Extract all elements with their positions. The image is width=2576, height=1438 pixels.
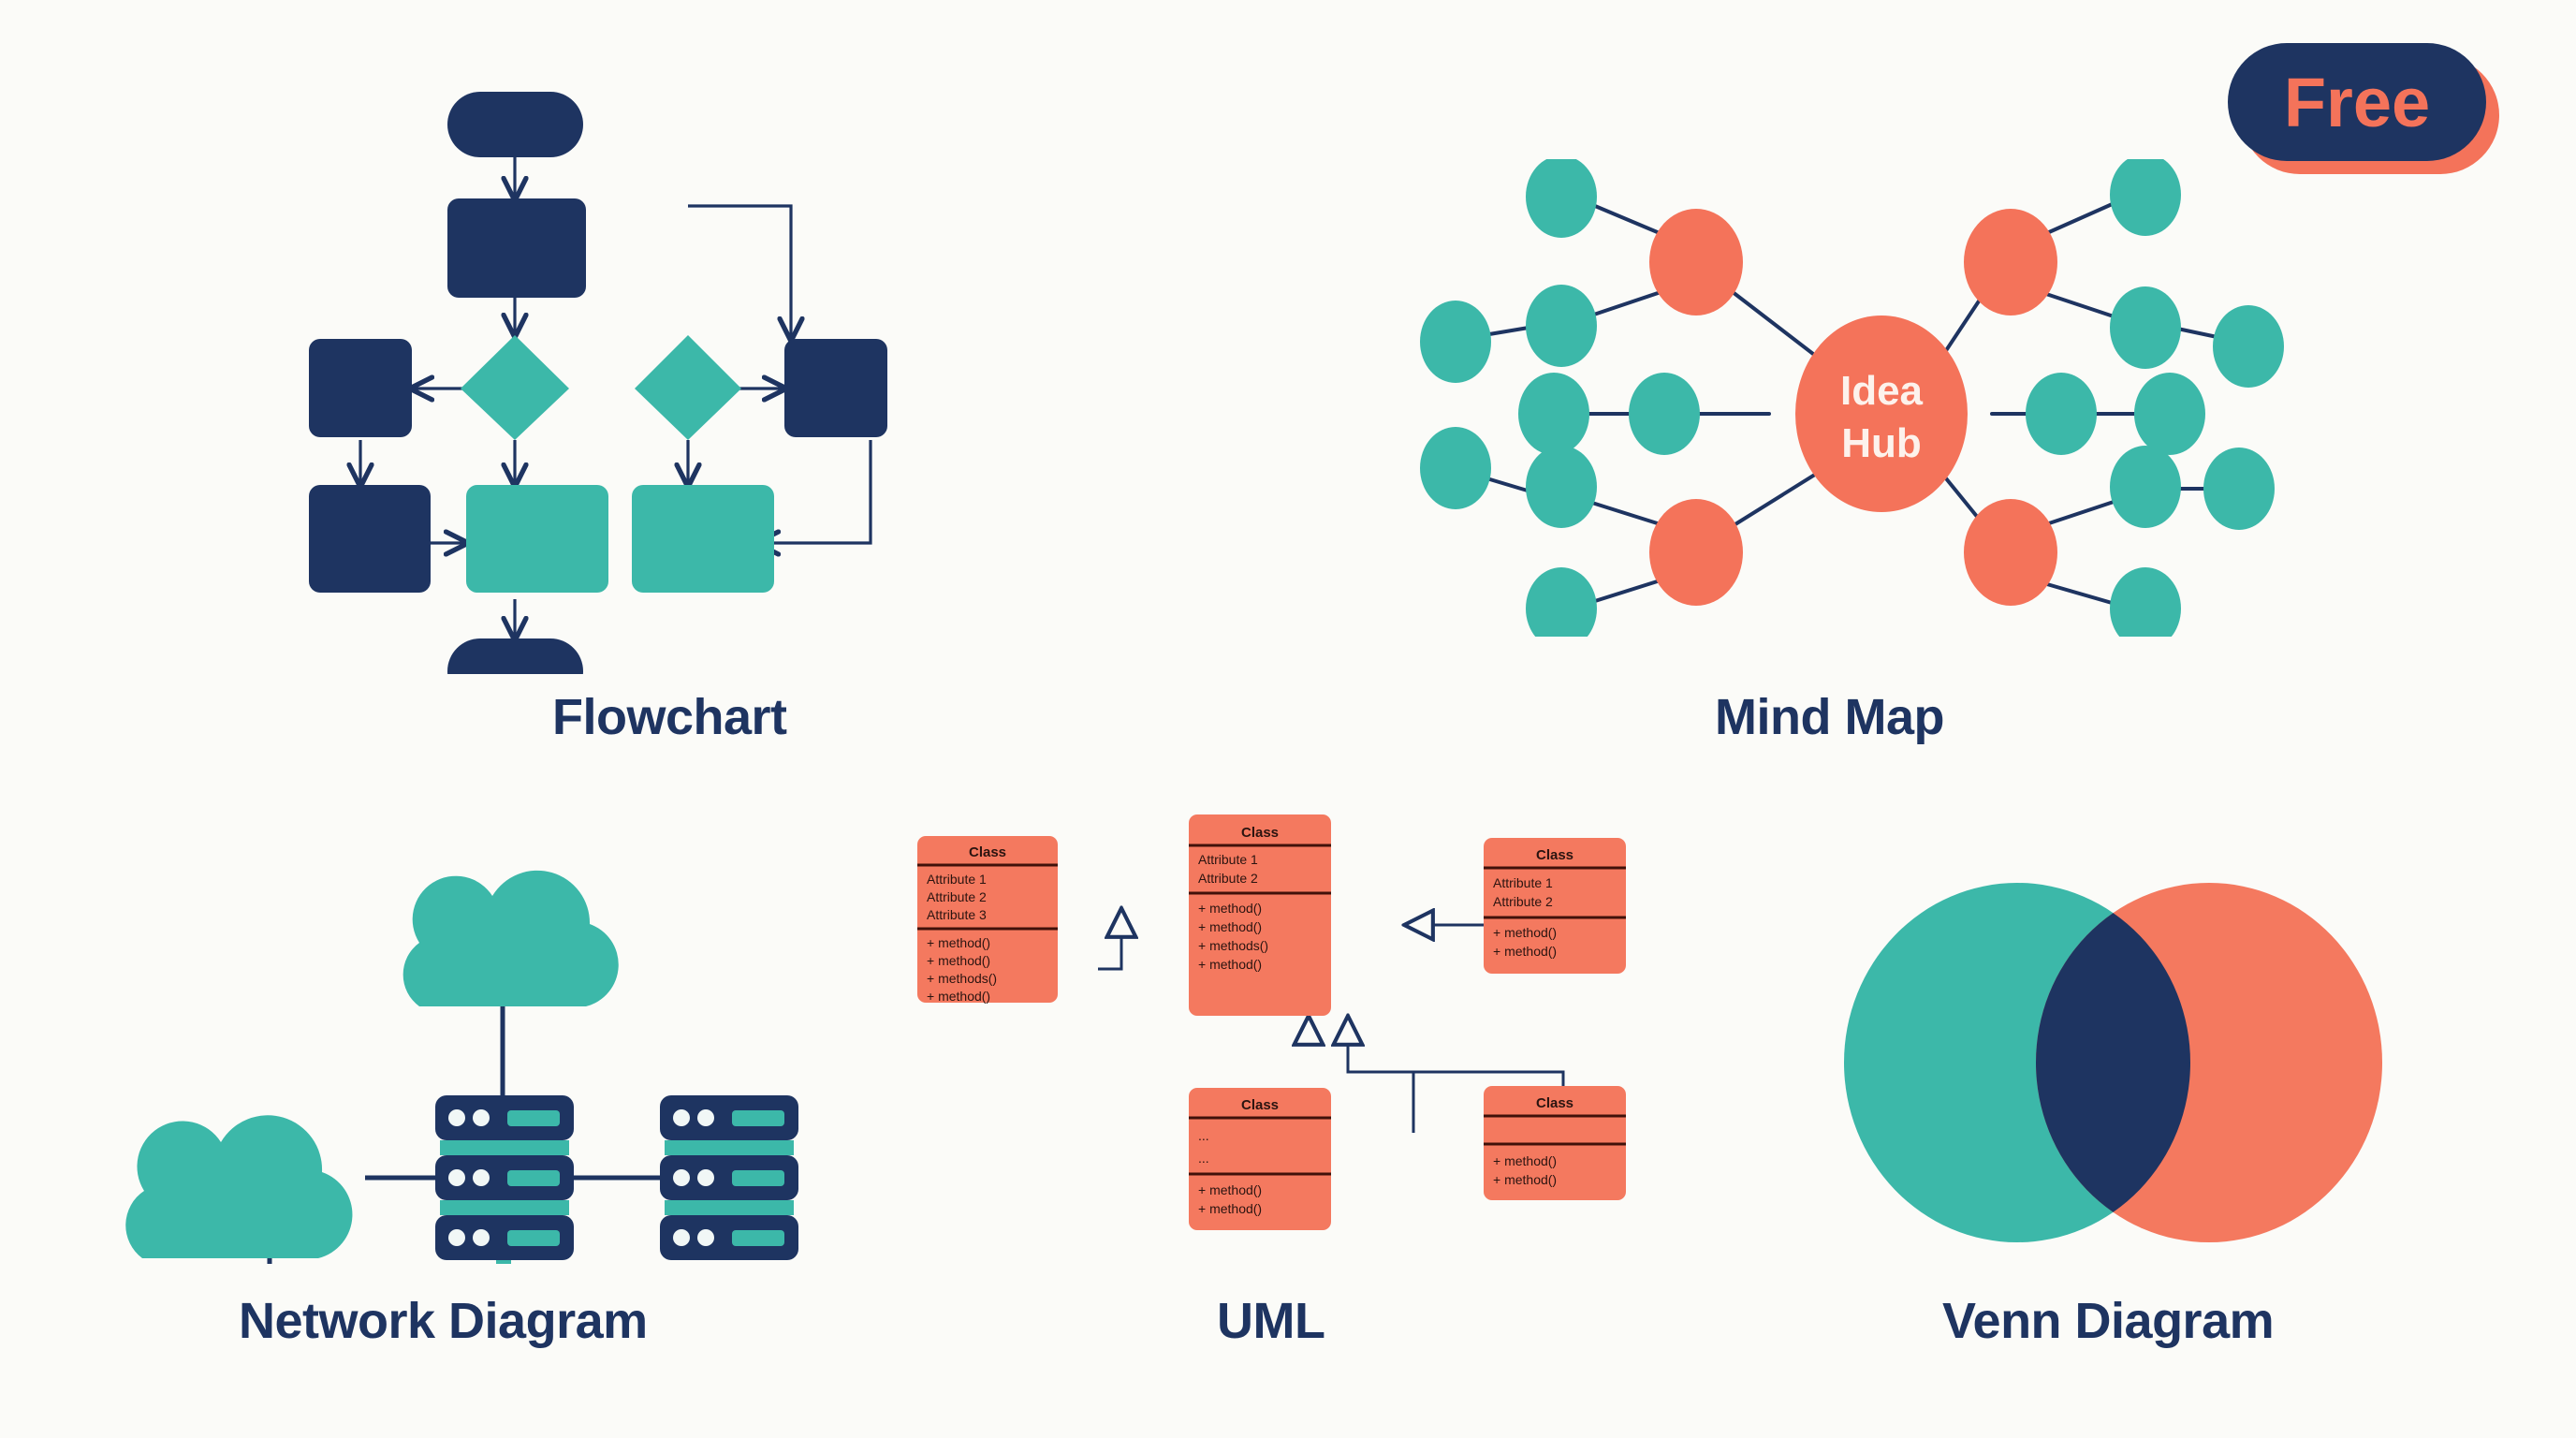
uml-class-center-top[interactable]: Class Attribute 1 Attribute 2 + method()… bbox=[1189, 814, 1331, 1016]
uml-method: + method() bbox=[1198, 957, 1262, 972]
uml-method: + methods() bbox=[1198, 938, 1268, 953]
flowchart-process-left-upper[interactable] bbox=[309, 339, 412, 437]
mindmap-leaf[interactable] bbox=[2026, 373, 2097, 455]
uml-method: + method() bbox=[1493, 944, 1557, 959]
mindmap-leaf[interactable] bbox=[1526, 159, 1597, 238]
caption-uml: UML bbox=[1217, 1293, 1325, 1349]
venn-intersection[interactable] bbox=[2036, 883, 2382, 1242]
free-badge-pill: Free bbox=[2228, 43, 2486, 161]
mindmap-leaf[interactable] bbox=[2134, 373, 2205, 455]
uml-class-left[interactable]: Class Attribute 1 Attribute 2 Attribute … bbox=[917, 836, 1058, 1004]
mindmap-leaf[interactable] bbox=[1629, 373, 1700, 455]
mindmap-nodes bbox=[1420, 159, 2284, 637]
caption-mindmap: Mind Map bbox=[1715, 689, 1944, 745]
flowchart-start-terminator[interactable] bbox=[447, 92, 583, 157]
uml-method: + method() bbox=[1198, 919, 1262, 934]
uml-class-title: Class bbox=[1241, 1097, 1279, 1113]
uml-method: + method() bbox=[1493, 1153, 1557, 1168]
mindmap-leaf[interactable] bbox=[1526, 567, 1597, 637]
uml-method: + method() bbox=[927, 935, 990, 950]
uml-class-center-bottom[interactable]: Class ... ... + method() + method() bbox=[1189, 1088, 1331, 1230]
uml-class-title: Class bbox=[969, 844, 1006, 860]
uml-method: + method() bbox=[927, 989, 990, 1004]
uml-class-right-bottom[interactable]: Class + method() + method() bbox=[1484, 1086, 1626, 1200]
uml-class-title: Class bbox=[1536, 1095, 1573, 1111]
uml-attribute: Attribute 1 bbox=[1493, 875, 1553, 890]
caption-network: Network Diagram bbox=[239, 1293, 648, 1349]
mindmap-leaf[interactable] bbox=[1526, 446, 1597, 528]
mindmap-hub-label-line1: Idea bbox=[1840, 368, 1924, 414]
flowchart-end-terminator[interactable] bbox=[447, 638, 583, 674]
network-diagram bbox=[122, 796, 833, 1264]
network-cloud-left[interactable] bbox=[125, 1115, 353, 1258]
mindmap-branch-bottom-left[interactable] bbox=[1649, 499, 1743, 606]
uml-diagram: Class Attribute 1 Attribute 2 Attribute … bbox=[917, 814, 1694, 1255]
mindmap-diagram: Idea Hub bbox=[1385, 159, 2378, 637]
venn-diagram bbox=[1835, 880, 2415, 1245]
uml-attribute: Attribute 1 bbox=[1198, 852, 1258, 867]
flowchart-decision-left[interactable] bbox=[461, 335, 569, 440]
flowchart-process-right-upper[interactable] bbox=[784, 339, 887, 437]
flowchart-decision-right[interactable] bbox=[635, 335, 741, 440]
mindmap-leaf[interactable] bbox=[2213, 305, 2284, 388]
mindmap-leaf[interactable] bbox=[2203, 448, 2275, 530]
mindmap-leaf[interactable] bbox=[2110, 567, 2181, 637]
network-bus bbox=[496, 1260, 511, 1264]
network-server-rack-center[interactable] bbox=[435, 1095, 574, 1260]
network-cloud-top[interactable] bbox=[402, 870, 619, 1006]
mindmap-leaf[interactable] bbox=[2110, 446, 2181, 528]
free-badge[interactable]: Free bbox=[2228, 43, 2499, 174]
uml-attribute: Attribute 1 bbox=[927, 872, 987, 887]
flowchart-process-right-lower[interactable] bbox=[632, 485, 774, 593]
uml-method: + method() bbox=[1198, 1201, 1262, 1216]
uml-method: + method() bbox=[1493, 1172, 1557, 1187]
caption-flowchart: Flowchart bbox=[552, 689, 787, 745]
uml-method: + method() bbox=[927, 953, 990, 968]
uml-method: + method() bbox=[1198, 1182, 1262, 1197]
uml-attribute: Attribute 3 bbox=[927, 907, 987, 922]
mindmap-hub-label-line2: Hub bbox=[1841, 420, 1922, 466]
mindmap-hub[interactable]: Idea Hub bbox=[1795, 315, 1968, 512]
mindmap-leaf[interactable] bbox=[1420, 427, 1491, 509]
uml-attribute: Attribute 2 bbox=[1198, 871, 1258, 886]
flowchart-nodes bbox=[309, 92, 887, 674]
free-badge-label: Free bbox=[2283, 63, 2431, 141]
mindmap-leaf[interactable] bbox=[1518, 373, 1589, 455]
uml-attribute: ... bbox=[1198, 1128, 1209, 1143]
uml-attribute: ... bbox=[1198, 1151, 1209, 1166]
flowchart-process-center-lower[interactable] bbox=[466, 485, 608, 593]
uml-method: + method() bbox=[1493, 925, 1557, 940]
uml-class-title: Class bbox=[1536, 847, 1573, 863]
mindmap-branch-bottom-right[interactable] bbox=[1964, 499, 2057, 606]
mindmap-leaf[interactable] bbox=[1420, 301, 1491, 383]
uml-attribute: Attribute 2 bbox=[1493, 894, 1553, 909]
flowchart-process-top[interactable] bbox=[447, 198, 586, 298]
mindmap-leaf[interactable] bbox=[2110, 286, 2181, 369]
uml-attribute: Attribute 2 bbox=[927, 889, 987, 904]
uml-class-right-top[interactable]: Class Attribute 1 Attribute 2 + method()… bbox=[1484, 838, 1626, 974]
caption-venn: Venn Diagram bbox=[1942, 1293, 2275, 1349]
uml-class-title: Class bbox=[1241, 825, 1279, 841]
uml-method: + methods() bbox=[927, 971, 997, 986]
flowchart-process-left-lower[interactable] bbox=[309, 485, 431, 593]
mindmap-branch-top-left[interactable] bbox=[1649, 209, 1743, 315]
network-server-rack-right[interactable] bbox=[660, 1095, 798, 1260]
network-links bbox=[267, 1006, 660, 1264]
uml-method: + method() bbox=[1198, 901, 1262, 916]
mindmap-leaf[interactable] bbox=[2110, 159, 2181, 236]
flowchart-diagram bbox=[309, 66, 1095, 674]
mindmap-branch-top-right[interactable] bbox=[1964, 209, 2057, 315]
mindmap-leaf[interactable] bbox=[1526, 285, 1597, 367]
